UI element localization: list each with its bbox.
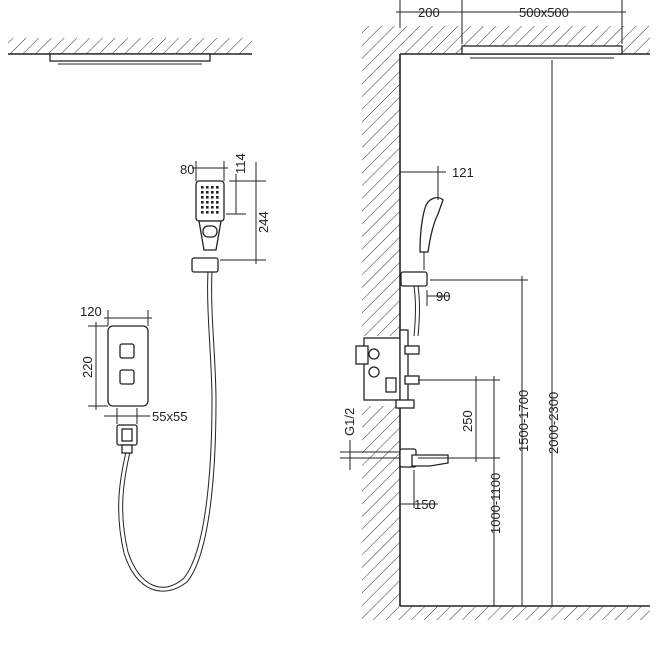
height-dims [418,60,558,607]
dim-holder-height: 1500-1700 [516,390,531,452]
diverter-knob-icon [119,369,135,385]
wall-holder [191,257,219,273]
nozzle-grid-icon [200,186,220,216]
top-dims [396,0,626,44]
dim-holder-projection: 90 [436,289,450,304]
dim-handshower-width: 80 [180,162,194,177]
dim-spout-height: 1000-1100 [488,473,503,534]
dim-head-size: 500x500 [519,5,569,20]
dim-wall-offset: 200 [418,5,440,20]
dim-head-height: 2000-2300 [546,392,561,454]
left-ceiling [8,38,252,55]
dim-panel-height: 220 [80,356,95,378]
handshower-dims [192,161,266,264]
mixer-knob-icon [119,343,135,359]
dim-handshower-length: 244 [256,211,271,233]
handshower-side [400,197,444,337]
outlet-dims [104,408,150,424]
handshower-front [118,180,225,592]
concealed-mixer-box [355,329,420,409]
handshower-side-dims [400,166,450,306]
dim-outlet-size: 55x55 [152,409,187,424]
dim-spout-projection: 150 [414,497,436,512]
dim-mixer-to-spout: 250 [460,410,475,432]
spout-dims [349,440,438,508]
left-rain-head [49,53,211,65]
control-panel-front [107,325,149,407]
wall-outlet-front [116,424,138,454]
right-wall-hatch [356,26,650,620]
dim-panel-width: 120 [80,304,102,319]
dim-handshower-projection: 121 [452,165,474,180]
panel-dims [88,310,152,410]
right-rain-head [461,45,623,59]
dim-handshower-depth: 114 [233,153,248,174]
dim-thread: G1/2 [342,408,357,436]
